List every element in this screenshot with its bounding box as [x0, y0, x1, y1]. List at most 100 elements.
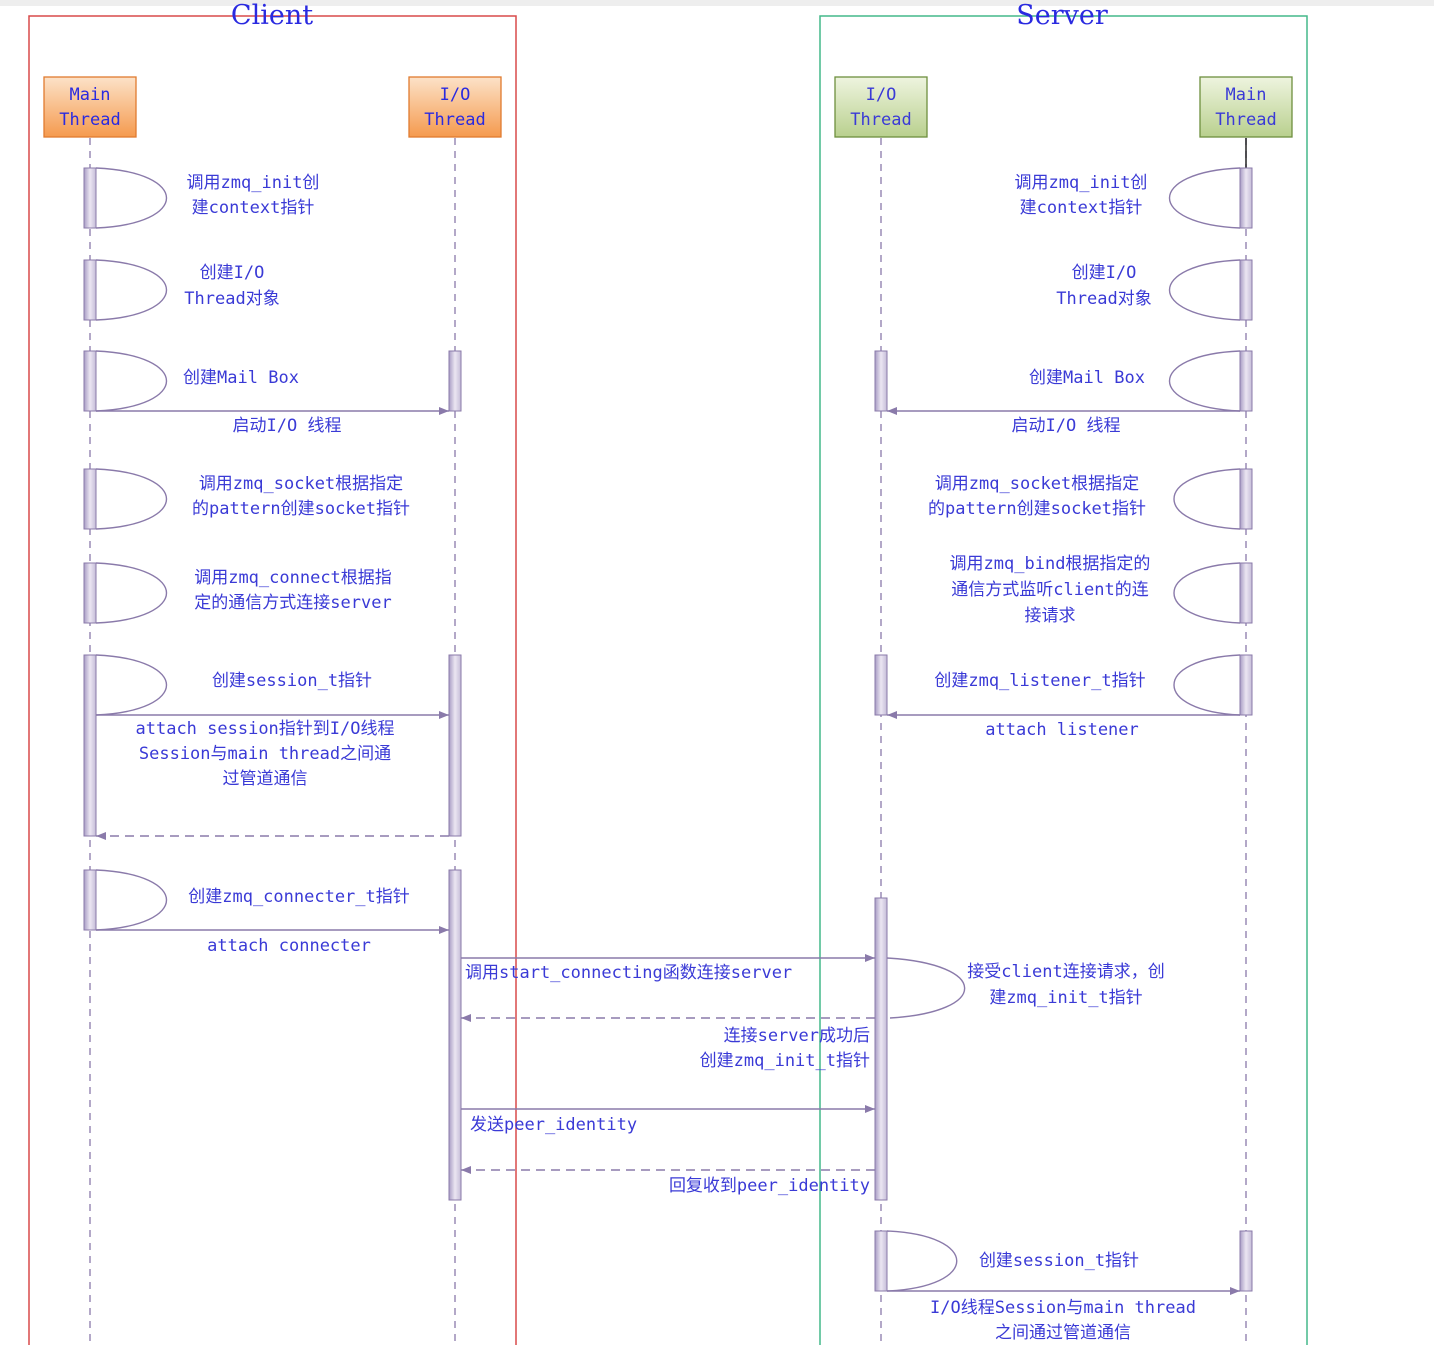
activation-server-main-7: [1239, 1230, 1253, 1292]
message-arrows: [96, 407, 1240, 1295]
self-call-client-mailbox: [95, 350, 168, 412]
label-server-socket-1: 调用zmq_socket根据指定: [935, 474, 1139, 494]
actor-server-io-line2: Thread: [850, 110, 911, 130]
self-call-server-socket: [1173, 468, 1241, 530]
label-server-accept-1: 接受client连接请求，创: [967, 962, 1164, 982]
self-calls: [95, 167, 1241, 1292]
label-server-io-thread-1: 创建I/O: [1072, 263, 1137, 283]
label-client-mailbox: 创建Mail Box: [183, 368, 299, 388]
client-labels: 调用zmq_init创 建context指针 创建I/O Thread对象 创建…: [136, 173, 411, 956]
self-call-server-bind: [1173, 562, 1241, 624]
self-call-client-io-thread: [95, 259, 168, 321]
activation-bars: [83, 167, 1253, 1292]
label-server-accept-2: 建zmq_init_t指针: [989, 988, 1142, 1008]
activation-server-main-6: [1239, 654, 1253, 716]
server-labels: 调用zmq_init创 建context指针 创建I/O Thread对象 创建…: [928, 173, 1196, 1343]
label-client-connect-1: 调用zmq_connect根据指: [194, 568, 392, 588]
label-client-start-io: 启动I/O 线程: [233, 416, 342, 436]
client-title: Client: [231, 0, 313, 31]
actor-server-io-line1: I/O: [866, 85, 897, 105]
label-client-init-2: 建context指针: [192, 198, 315, 218]
label-client-session: 创建session_t指针: [212, 671, 372, 691]
actor-client-io-line2: Thread: [424, 110, 485, 130]
self-call-client-session: [95, 654, 168, 716]
self-call-server-accept: [886, 957, 966, 1019]
activation-server-main-3: [1239, 350, 1253, 412]
label-server-attach-listener: attach listener: [985, 720, 1139, 740]
label-server-start-io: 启动I/O 线程: [1012, 416, 1121, 436]
self-call-client-init: [95, 167, 168, 229]
activation-server-io-3: [874, 897, 888, 1201]
activation-client-io-3: [448, 869, 462, 1201]
self-call-server-io-thread: [1168, 259, 1241, 321]
label-server-socket-2: 的pattern创建socket指针: [928, 499, 1146, 519]
label-server-listener: 创建zmq_listener_t指针: [934, 671, 1145, 691]
label-client-connecter: 创建zmq_connecter_t指针: [188, 887, 410, 907]
activation-server-io-1: [874, 350, 888, 412]
label-server-pipe-1: I/O线程Session与main thread: [930, 1298, 1196, 1318]
label-connected-1: 连接server成功后: [724, 1026, 870, 1046]
self-call-server-listener: [1173, 654, 1241, 716]
label-server-mailbox: 创建Mail Box: [1029, 368, 1145, 388]
label-server-init-1: 调用zmq_init创: [1015, 173, 1148, 193]
label-start-connecting: 调用start_connecting函数连接server: [465, 963, 792, 983]
label-client-init-1: 调用zmq_init创: [187, 173, 320, 193]
label-client-attach-connecter: attach connecter: [207, 936, 371, 956]
actor-client-io: I/O Thread: [408, 76, 502, 138]
label-client-connect-2: 定的通信方式连接server: [194, 593, 391, 613]
activation-client-main-6: [83, 654, 97, 837]
actor-client-io-line1: I/O: [440, 85, 471, 105]
server-title: Server: [1016, 0, 1108, 31]
label-connected-2: 创建zmq_init_t指针: [700, 1051, 870, 1071]
self-call-client-connecter: [95, 869, 168, 931]
lifelines: [89, 138, 1247, 1345]
cross-labels: 调用start_connecting函数连接server 连接server成功后…: [465, 963, 870, 1196]
label-reply-identity: 回复收到peer_identity: [669, 1176, 870, 1196]
activation-server-io-2: [874, 654, 888, 716]
activation-server-main-2: [1239, 259, 1253, 321]
server-frame: [819, 15, 1308, 1345]
activation-client-main-5: [83, 562, 97, 624]
self-call-server-init: [1168, 167, 1241, 229]
actor-server-main: Main Thread: [1199, 76, 1293, 138]
activation-client-io-2: [448, 654, 462, 837]
self-call-client-socket: [95, 468, 168, 530]
client-frame: [28, 15, 517, 1345]
label-server-io-thread-2: Thread对象: [1056, 289, 1151, 309]
activation-server-main-5: [1239, 562, 1253, 624]
activation-server-io-4: [874, 1230, 888, 1292]
self-call-client-connect: [95, 562, 168, 624]
label-client-socket-1: 调用zmq_socket根据指定: [199, 474, 403, 494]
activation-client-main-4: [83, 468, 97, 530]
label-server-init-2: 建context指针: [1020, 198, 1143, 218]
label-send-identity: 发送peer_identity: [470, 1115, 637, 1135]
label-server-session: 创建session_t指针: [979, 1251, 1139, 1271]
label-client-io-thread-1: 创建I/O: [200, 263, 265, 283]
label-client-attach-3: 过管道通信: [223, 769, 308, 789]
actor-client-main-line1: Main: [70, 85, 111, 105]
actor-server-main-line1: Main: [1226, 85, 1267, 105]
self-call-server-mailbox: [1168, 350, 1241, 412]
actor-client-main-line2: Thread: [59, 110, 120, 130]
actor-client-main: Main Thread: [43, 76, 137, 138]
self-call-server-session: [886, 1230, 958, 1292]
activation-client-main-3: [83, 350, 97, 412]
activation-server-main-1: [1239, 167, 1253, 229]
top-shadow: [0, 0, 1434, 6]
activation-client-main-7: [83, 869, 97, 931]
activation-client-main-1: [83, 167, 97, 229]
label-client-attach-2: Session与main thread之间通: [139, 744, 391, 764]
label-server-pipe-2: 之间通过管道通信: [995, 1323, 1131, 1343]
label-client-socket-2: 的pattern创建socket指针: [192, 499, 410, 519]
activation-server-main-4: [1239, 468, 1253, 530]
activation-client-io-1: [448, 350, 462, 412]
label-server-bind-2: 通信方式监听client的连: [951, 580, 1148, 600]
actor-server-io: I/O Thread: [834, 76, 928, 138]
label-server-bind-3: 接请求: [1025, 606, 1076, 626]
actor-server-main-line2: Thread: [1215, 110, 1276, 130]
label-client-io-thread-2: Thread对象: [184, 289, 279, 309]
activation-client-main-2: [83, 259, 97, 321]
label-client-attach-1: attach session指针到I/O线程: [136, 719, 395, 739]
label-server-bind-1: 调用zmq_bind根据指定的: [950, 554, 1151, 574]
